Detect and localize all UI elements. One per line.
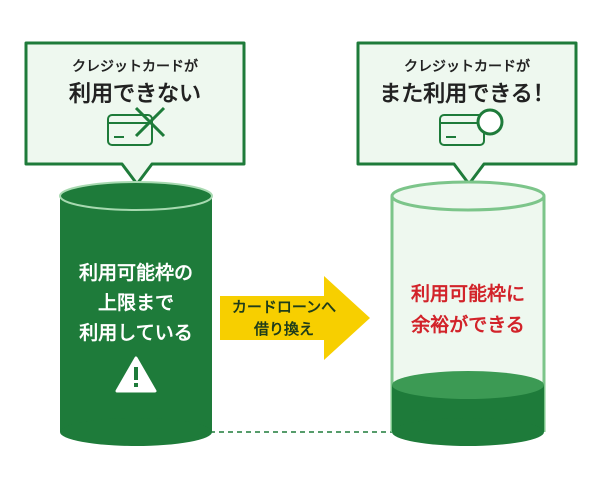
- right-speech-bubble: [356, 41, 578, 186]
- right-cylinder: [390, 180, 546, 446]
- card-cross-icon: [107, 106, 166, 146]
- left-bubble-line2: 利用できない: [68, 82, 201, 107]
- right-bubble-line2: また利用できる！: [379, 82, 555, 107]
- left-cylinder: [59, 181, 213, 446]
- left-cylinder-line3: 利用している: [79, 322, 193, 344]
- left-cylinder-line2: 上限まで: [97, 292, 174, 314]
- right-cylinder-text: 利用可能枠に 余裕ができる: [392, 279, 544, 341]
- card-circle-icon: [439, 108, 504, 146]
- left-cylinder-text: 利用可能枠の 上限まで 利用している: [60, 258, 212, 348]
- arrow-line2: 借り換え: [253, 320, 314, 338]
- left-speech-bubble: [24, 41, 246, 186]
- warning-icon: [115, 356, 157, 393]
- arrow-line1: カードローンへ: [231, 298, 337, 316]
- right-cylinder-line1: 利用可能枠に: [410, 283, 525, 305]
- left-bubble-line1: クレジットカードが: [72, 59, 198, 75]
- left-cylinder-line1: 利用可能枠の: [78, 262, 193, 284]
- arrow-text: カードローンへ 借り換え: [220, 296, 348, 340]
- transition-arrow: [220, 276, 370, 360]
- right-bubble-line1: クレジットカードが: [404, 59, 530, 75]
- right-cylinder-line2: 余裕ができる: [411, 314, 525, 336]
